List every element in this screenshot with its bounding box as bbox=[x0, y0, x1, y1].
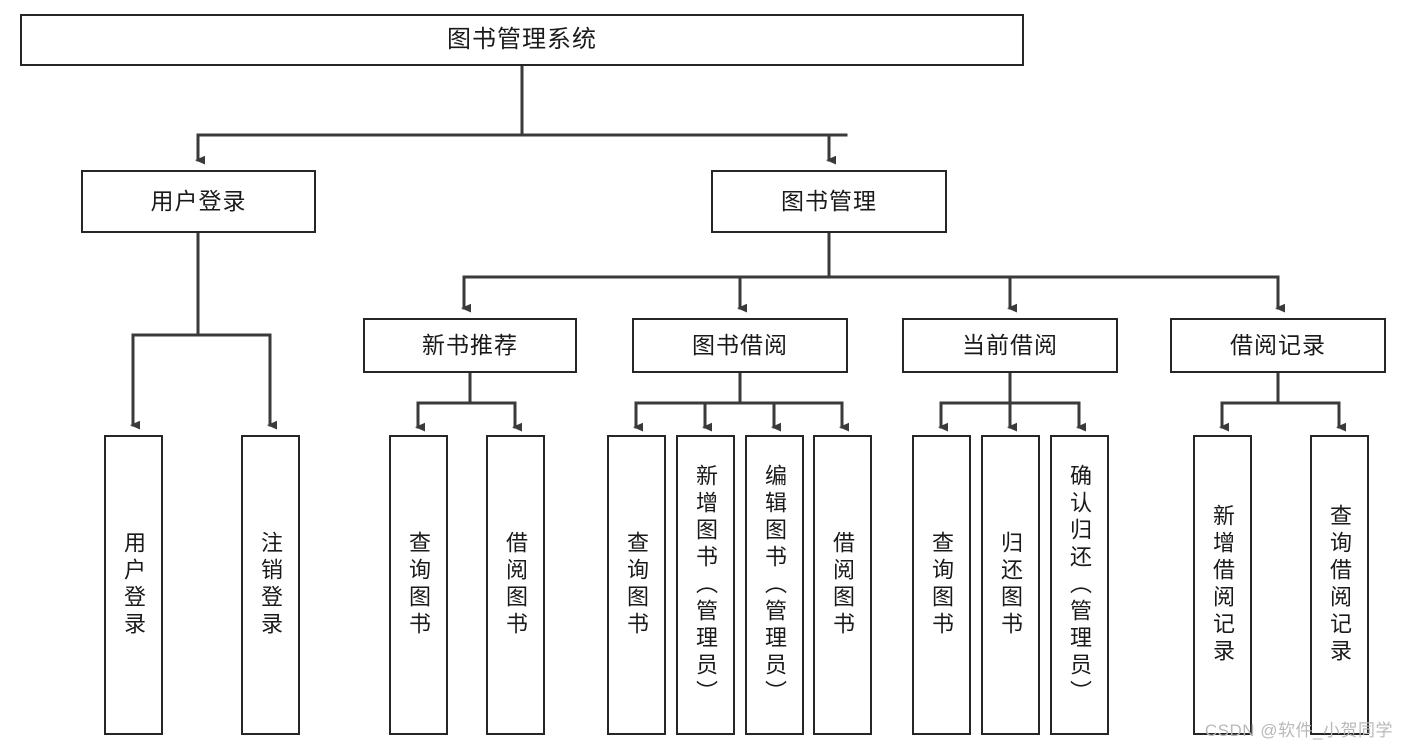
node-leaf-add-record[interactable]: 新增借阅记录 bbox=[1193, 435, 1252, 735]
node-leaf-query-book-2[interactable]: 查询图书 bbox=[607, 435, 666, 735]
node-leaf-confirm-return-label: 确认归还（管理员） bbox=[1067, 463, 1093, 707]
node-leaf-borrow-book-1[interactable]: 借阅图书 bbox=[486, 435, 545, 735]
node-borrow-record[interactable]: 借阅记录 bbox=[1170, 318, 1386, 373]
node-leaf-return-book-label: 归还图书 bbox=[998, 531, 1024, 639]
node-leaf-query-book-1[interactable]: 查询图书 bbox=[389, 435, 448, 735]
node-user-login[interactable]: 用户登录 bbox=[81, 170, 316, 233]
node-leaf-return-book[interactable]: 归还图书 bbox=[981, 435, 1040, 735]
node-root-label: 图书管理系统 bbox=[447, 25, 597, 53]
node-new-book-recommend-label: 新书推荐 bbox=[422, 331, 518, 358]
node-book-borrow[interactable]: 图书借阅 bbox=[632, 318, 848, 373]
node-leaf-user-login[interactable]: 用户登录 bbox=[104, 435, 163, 735]
node-leaf-logout-login-label: 注销登录 bbox=[258, 531, 284, 639]
node-leaf-add-book-label: 新增图书（管理员） bbox=[693, 463, 719, 707]
node-leaf-confirm-return[interactable]: 确认归还（管理员） bbox=[1050, 435, 1109, 735]
node-leaf-add-book[interactable]: 新增图书（管理员） bbox=[676, 435, 735, 735]
node-leaf-borrow-book-1-label: 借阅图书 bbox=[503, 531, 529, 639]
node-leaf-edit-book-label: 编辑图书（管理员） bbox=[762, 463, 788, 707]
node-leaf-borrow-book-2[interactable]: 借阅图书 bbox=[813, 435, 872, 735]
watermark: CSDN @软件_小贺同学 bbox=[1204, 721, 1393, 740]
node-leaf-logout-login[interactable]: 注销登录 bbox=[241, 435, 300, 735]
node-leaf-borrow-book-2-label: 借阅图书 bbox=[830, 531, 856, 639]
node-leaf-add-record-label: 新增借阅记录 bbox=[1210, 504, 1236, 666]
node-leaf-query-book-2-label: 查询图书 bbox=[624, 531, 650, 639]
node-new-book-recommend[interactable]: 新书推荐 bbox=[363, 318, 577, 373]
node-leaf-query-book-1-label: 查询图书 bbox=[406, 531, 432, 639]
node-current-borrow[interactable]: 当前借阅 bbox=[902, 318, 1118, 373]
node-leaf-query-record-label: 查询借阅记录 bbox=[1327, 504, 1353, 666]
node-book-borrow-label: 图书借阅 bbox=[692, 331, 788, 358]
node-leaf-query-record[interactable]: 查询借阅记录 bbox=[1310, 435, 1369, 735]
node-book-manage[interactable]: 图书管理 bbox=[711, 170, 947, 233]
node-book-manage-label: 图书管理 bbox=[781, 187, 877, 214]
node-leaf-query-book-3[interactable]: 查询图书 bbox=[912, 435, 971, 735]
node-leaf-user-login-label: 用户登录 bbox=[121, 531, 147, 639]
node-borrow-record-label: 借阅记录 bbox=[1230, 331, 1326, 358]
node-root[interactable]: 图书管理系统 bbox=[20, 14, 1024, 66]
node-leaf-edit-book[interactable]: 编辑图书（管理员） bbox=[745, 435, 804, 735]
node-user-login-label: 用户登录 bbox=[150, 187, 247, 214]
node-leaf-query-book-3-label: 查询图书 bbox=[929, 531, 955, 639]
node-current-borrow-label: 当前借阅 bbox=[962, 331, 1058, 358]
